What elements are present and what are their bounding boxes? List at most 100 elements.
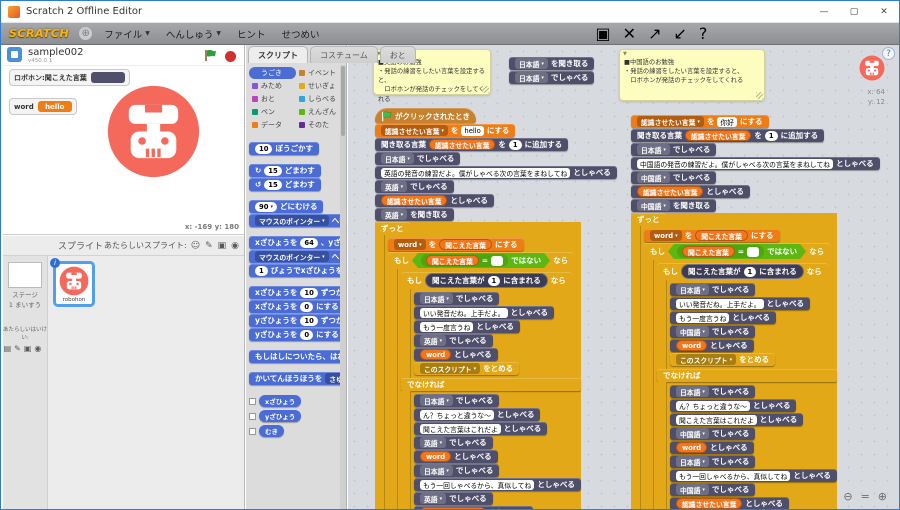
comment-resize-handle[interactable]: [482, 86, 489, 93]
dropdown-field[interactable]: 日本語▾: [420, 395, 453, 406]
text-input[interactable]: もう一度言うね: [676, 312, 730, 323]
dropdown-field[interactable]: 日本語▾: [381, 153, 414, 164]
script-block[interactable]: 英語の発音の練習だよ。僕がしゃべる次の言葉をまねしてねとしゃべる: [375, 166, 617, 179]
number-input[interactable]: 0: [300, 301, 314, 312]
script-block[interactable]: 日本語▾を聞き取る: [509, 57, 595, 70]
operator-boolean-block[interactable]: 聞こえた言葉=: [421, 254, 508, 267]
dropdown-field[interactable]: 中国語▾: [637, 200, 670, 211]
help-icon[interactable]: ?: [882, 47, 895, 60]
script-block[interactable]: 中国語▾でしゃべる: [670, 427, 756, 440]
maximize-button[interactable]: ▢: [849, 6, 859, 17]
number-input[interactable]: 15: [264, 165, 282, 176]
stop-icon[interactable]: [225, 51, 236, 62]
zoom-in-icon[interactable]: ⊕: [877, 490, 887, 503]
dropdown-field[interactable]: 日本語▾: [515, 58, 548, 69]
script-block[interactable]: 英語▾でしゃべる: [414, 334, 493, 347]
dropdown-field[interactable]: 日本語▾: [420, 465, 453, 476]
menu-file[interactable]: ファイル▼: [104, 29, 150, 41]
script-block[interactable]: xざひょうを10ずつかえる: [249, 286, 346, 299]
category-しらべる[interactable]: しらべる: [296, 93, 343, 105]
dropdown-field[interactable]: 中国語▾: [676, 428, 709, 439]
script-block[interactable]: もう一回しゃべるから、真似してねとしゃべる: [670, 469, 837, 482]
reporter-block[interactable]: xざひょう: [259, 395, 302, 407]
paint-sprite-icon[interactable]: ✎: [205, 240, 213, 251]
script-block[interactable]: 聞こえた言葉はこれだよとしゃべる: [670, 413, 804, 426]
script-block[interactable]: 日本語▾でしゃべる: [375, 152, 461, 165]
minimize-button[interactable]: —: [819, 6, 829, 17]
dropdown-field[interactable]: このスクリプト▾: [676, 354, 737, 365]
variable-oval[interactable]: word: [420, 451, 452, 462]
script-block[interactable]: 日本語▾でしゃべる: [414, 394, 500, 407]
script-block[interactable]: マウスのポインター▾へむける: [249, 214, 346, 227]
category-おと[interactable]: おと: [249, 93, 296, 105]
text-input[interactable]: 英語の発音の練習だよ。僕がしゃべる次の言葉をまねしてね: [381, 167, 571, 178]
dropdown-field[interactable]: 英語▾: [420, 493, 447, 504]
script-block[interactable]: 英語▾を聞き取る: [375, 208, 454, 221]
script-block[interactable]: かいてんほうほうをさゆうのみ▾にする: [249, 372, 346, 385]
menu-edit[interactable]: へんしゅう▼: [165, 29, 221, 41]
comment-resize-handle[interactable]: [756, 92, 763, 99]
text-input[interactable]: いい発音だね。上手だよ。: [676, 298, 764, 309]
camera-sprite-icon[interactable]: ◉: [231, 240, 239, 251]
dropdown-field[interactable]: 英語▾: [381, 181, 408, 192]
language-globe-icon[interactable]: ⊕: [79, 27, 93, 40]
robohon-character[interactable]: [106, 84, 201, 183]
text-input[interactable]: いい発音だね。上手だよ。: [420, 307, 508, 318]
stage-thumbnail[interactable]: [8, 262, 42, 288]
category-えんざん[interactable]: えんざん: [296, 106, 343, 118]
number-input[interactable]: 64: [346, 266, 347, 276]
zoom-out-icon[interactable]: ⊖: [843, 490, 853, 503]
c-block-head[interactable]: ずっと: [631, 213, 666, 226]
stage-canvas[interactable]: ロボホン:聞こえた言葉 word hello x: -169 y: 180: [3, 65, 244, 235]
variable-oval[interactable]: 聞こえた言葉: [426, 255, 479, 266]
scratch-logo[interactable]: SCRATCH: [9, 27, 70, 40]
number-input[interactable]: 1: [508, 139, 522, 150]
dropdown-field[interactable]: 認識させたい言葉▾: [381, 125, 448, 136]
script-block[interactable]: 認識させたい言葉としゃべる: [631, 185, 750, 198]
variable-oval[interactable]: 認識させたい言葉: [676, 498, 743, 509]
number-input[interactable]: 10: [255, 143, 273, 154]
number-input[interactable]: 10: [300, 315, 318, 326]
script-block[interactable]: 英語▾でしゃべる: [414, 492, 493, 505]
dropdown-field[interactable]: 中国語▾: [676, 326, 709, 337]
stage-selector[interactable]: ステージ 1 まいすう あたらしいはいけい: ▤✎▣◉: [3, 256, 48, 509]
variable-oval[interactable]: 聞こえた言葉: [695, 230, 748, 241]
script-block[interactable]: 中国語の発音の練習だよ。僕がしゃべる次の言葉をまねしてねとしゃべる: [631, 157, 880, 170]
script-block[interactable]: 90▾どにむける: [249, 200, 324, 213]
dropdown-field[interactable]: 日本語▾: [676, 456, 709, 467]
dropdown-field[interactable]: word▾: [650, 230, 682, 241]
script-block[interactable]: いい発音だね。上手だよ。としゃべる: [670, 297, 811, 310]
dropdown-field[interactable]: 日本語▾: [420, 293, 453, 304]
category-そのた[interactable]: そのた: [296, 119, 343, 131]
number-input[interactable]: 1: [743, 266, 757, 277]
reporter-block[interactable]: yざひょう: [259, 410, 302, 422]
monitor-checkbox[interactable]: [249, 412, 256, 420]
text-input[interactable]: [747, 247, 759, 257]
upload-sprite-icon[interactable]: ▣: [217, 240, 227, 251]
operator-boolean-block[interactable]: 聞こえた言葉=ではない: [668, 244, 806, 259]
variable-oval[interactable]: word: [676, 340, 708, 351]
script-block[interactable]: いい発音だね。上手だよ。としゃべる: [414, 306, 555, 319]
number-input[interactable]: 64: [300, 237, 318, 248]
variable-oval[interactable]: word: [420, 349, 452, 360]
camera-backdrop-icon[interactable]: ◉: [34, 343, 42, 353]
text-input[interactable]: 中国語の発音の練習だよ。僕がしゃべる次の言葉をまねしてね: [637, 158, 834, 169]
script-block[interactable]: 1びょうでxざひょうを64に、yざひょうを12にかえる: [249, 264, 347, 277]
shrink-icon[interactable]: ↙: [673, 24, 687, 43]
text-input[interactable]: hello: [461, 125, 484, 136]
dropdown-field[interactable]: 英語▾: [420, 437, 447, 448]
dropdown-field[interactable]: word▾: [394, 239, 426, 250]
category-イベント[interactable]: イベント: [296, 67, 343, 79]
reporter-block[interactable]: むき: [259, 425, 284, 437]
variable-monitor[interactable]: word hello: [9, 98, 77, 115]
script-block[interactable]: もしはしについたら、はねかえる: [249, 350, 346, 363]
